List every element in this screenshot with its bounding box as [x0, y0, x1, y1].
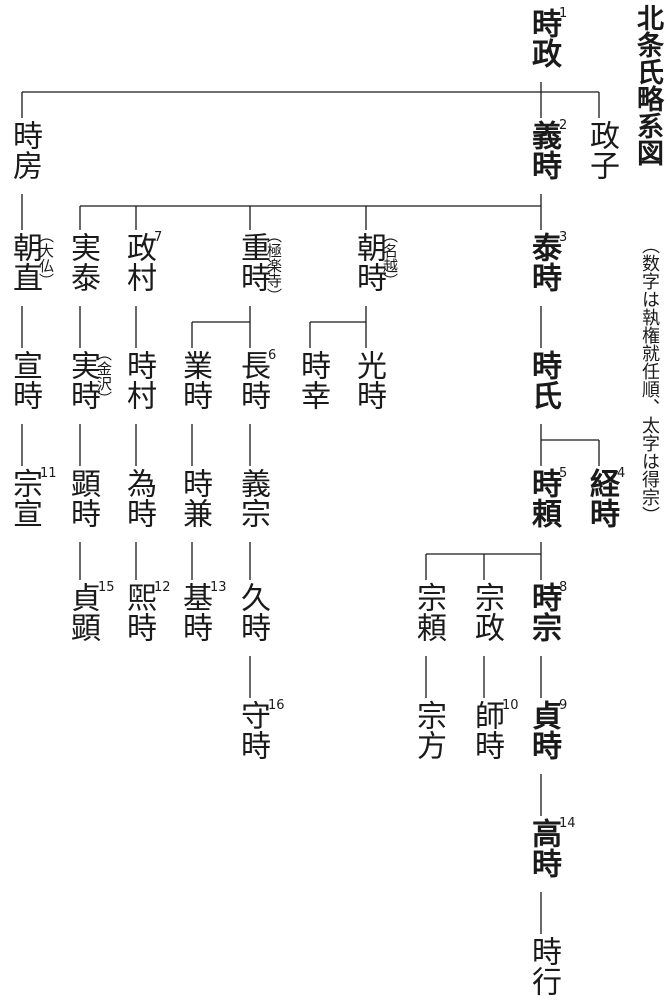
person-tokiuji: 時氏: [526, 350, 561, 410]
person-takatoki: 高時: [526, 818, 561, 878]
regent-order-number: 13: [210, 580, 227, 595]
regent-order-number: 4: [617, 466, 626, 481]
regent-order-number: 1: [559, 6, 568, 21]
person-tsunetoki: 経時: [584, 468, 619, 528]
person-tokiyuki: 時幸: [295, 350, 330, 410]
person-sadatoki: 貞時: [526, 700, 561, 760]
regent-order-number: 9: [559, 698, 568, 713]
diagram-subtitle: （数字は執権就任順、太字は得宗）: [639, 236, 660, 524]
regent-order-number: 16: [268, 698, 285, 713]
person-tametoki: 為時: [121, 468, 156, 528]
regent-order-number: 12: [154, 580, 171, 595]
branch-name-note: （極楽寺）: [265, 228, 283, 303]
person-akitoki: 顕時: [65, 468, 100, 528]
diagram-title: 北条氏略系図: [632, 4, 663, 166]
person-tomotoki: 朝時: [351, 232, 386, 292]
person-naritoki: 業時: [177, 350, 212, 410]
person-hirotoki: 煕時: [121, 582, 156, 642]
person-munemasa: 宗政: [469, 582, 504, 642]
person-munekata: 宗方: [411, 700, 446, 760]
person-tokimune: 時宗: [526, 582, 561, 642]
regent-order-number: 8: [559, 580, 568, 595]
regent-order-number: 7: [154, 230, 163, 245]
person-tokimura: 時村: [121, 350, 156, 410]
person-mitsutoki: 光時: [351, 350, 386, 410]
regent-order-number: 6: [268, 348, 277, 363]
person-muneyori: 宗頼: [411, 582, 446, 642]
person-masako: 政子: [584, 120, 619, 180]
person-masamura: 政村: [121, 232, 156, 292]
person-sanetoki_y: 実泰: [65, 232, 100, 292]
person-moritoki: 守時: [235, 700, 270, 760]
person-tokifusa: 時房: [7, 120, 42, 180]
regent-order-number: 2: [559, 118, 568, 133]
regent-order-number: 15: [98, 580, 115, 595]
branch-name-note: （金沢）: [95, 346, 113, 406]
person-tokikane: 時兼: [177, 468, 212, 528]
branch-name-note: （名越）: [381, 228, 399, 288]
person-morotoki: 師時: [469, 700, 504, 760]
regent-order-number: 10: [502, 698, 519, 713]
person-yoshitoki: 義時: [526, 120, 561, 180]
regent-order-number: 3: [559, 230, 568, 245]
person-munenobu: 宗宣: [7, 468, 42, 528]
branch-name-note: （大仏）: [37, 228, 55, 288]
person-nagatoki: 長時: [235, 350, 270, 410]
person-nobutoki: 宣時: [7, 350, 42, 410]
regent-order-number: 11: [40, 466, 57, 481]
regent-order-number: 14: [559, 816, 576, 831]
person-hisatoki: 久時: [235, 582, 270, 642]
person-yasutoki: 泰時: [526, 232, 561, 292]
person-mototoki: 基時: [177, 582, 212, 642]
person-shigetoki: 重時: [235, 232, 270, 292]
person-sadaaki: 貞顕: [65, 582, 100, 642]
regent-order-number: 5: [559, 466, 568, 481]
person-tokiyuki2: 時行: [526, 936, 561, 996]
person-yoshimune: 義宗: [235, 468, 270, 528]
person-tokiyori: 時頼: [526, 468, 561, 528]
person-tokimasa: 時政: [526, 8, 561, 68]
person-asanao: 朝直: [7, 232, 42, 292]
person-sanetoki: 実時: [65, 350, 100, 410]
